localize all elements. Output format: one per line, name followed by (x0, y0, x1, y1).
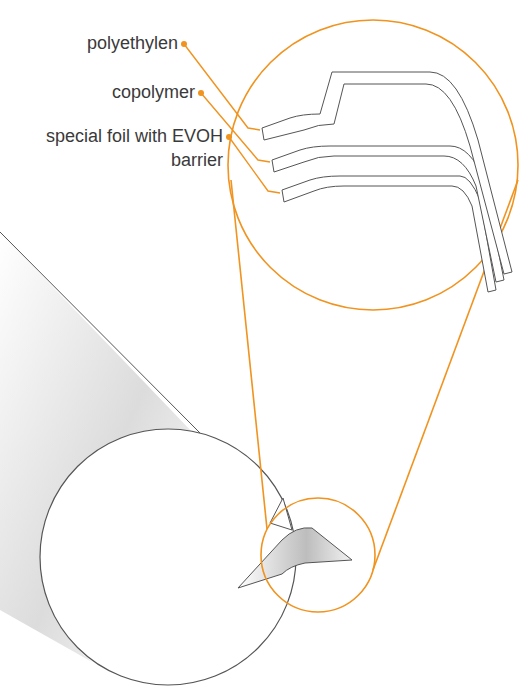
layer-label: special foil with EVOH barrier (45, 124, 223, 172)
layer-label: polyethylen (18, 31, 178, 55)
layer-label: copolymer (35, 80, 195, 104)
